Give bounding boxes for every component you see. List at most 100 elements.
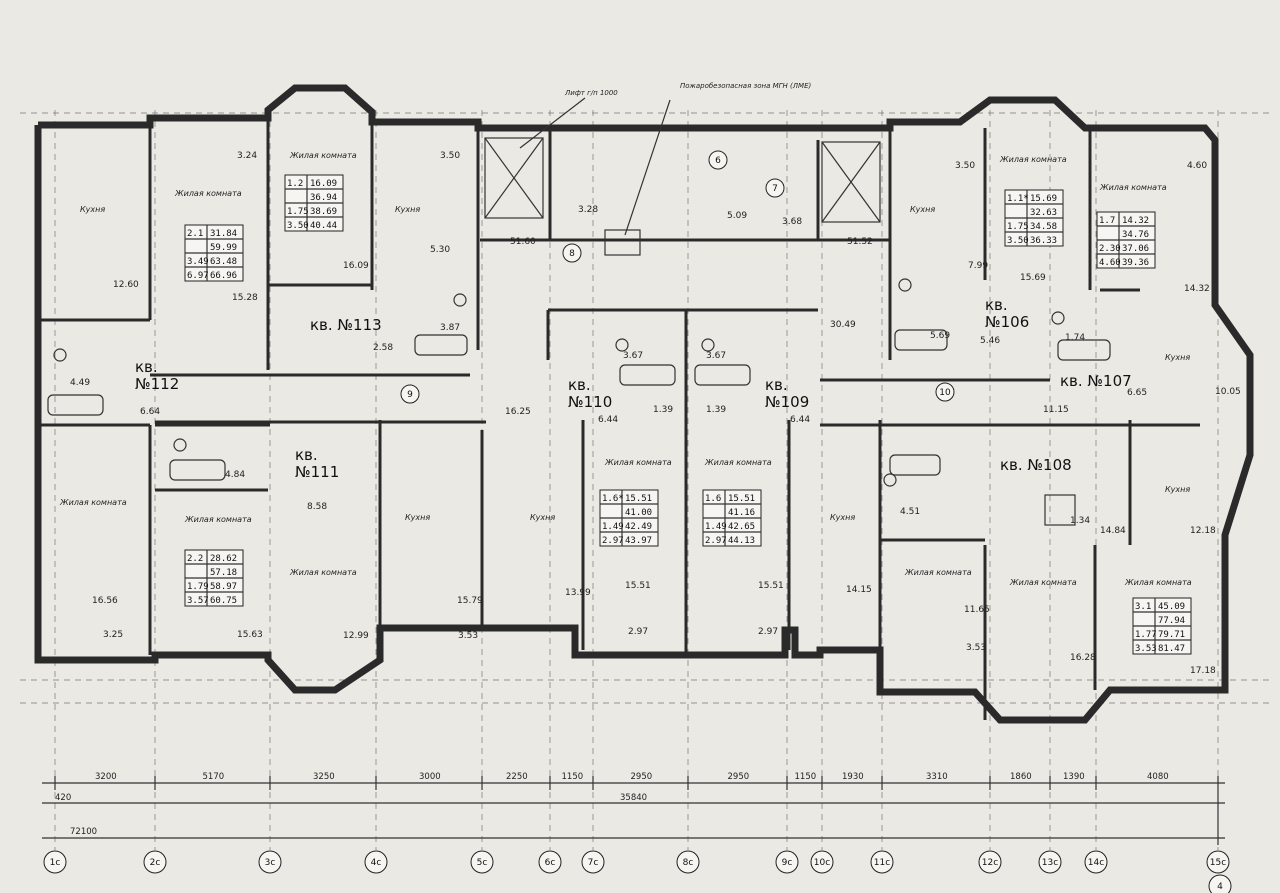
room-area-value: 2.97 (758, 627, 778, 637)
corridor-10-marker (935, 382, 955, 402)
area-table-cell: 2.97 (705, 536, 727, 546)
room-area-value: 6.64 (140, 407, 160, 417)
kitchen-label: Кухня (405, 513, 430, 522)
axis-label: 12с (982, 858, 998, 868)
room-area-value: 3.87 (440, 323, 460, 333)
area-table-cell: 60.75 (210, 596, 237, 606)
axis-bubble (143, 850, 167, 874)
area-table-cell: 31.84 (210, 229, 237, 239)
room-area-value: 1.34 (1070, 516, 1090, 526)
living-room-label: Жилая комната (999, 155, 1067, 164)
dimension-span: 2250 (506, 772, 528, 782)
axis-bubble (810, 850, 834, 874)
apartment-label-110: кв.№110 (568, 376, 612, 411)
axis-bubble (364, 850, 388, 874)
area-table-cell: 1.49 (705, 522, 727, 532)
dimension-span: 1150 (795, 772, 817, 782)
room-area-value: 2.58 (373, 343, 393, 353)
room-area-value: 51.60 (510, 237, 536, 247)
area-table-cell: 45.09 (1158, 602, 1185, 612)
axis-bubble (1084, 850, 1108, 874)
dimension-total: 72100 (70, 827, 97, 837)
living-room-label: Жилая комната (289, 568, 357, 577)
axis-label: 6с (545, 858, 556, 868)
room-area-value: 5.09 (727, 211, 747, 221)
room-area-value: 6.65 (1127, 388, 1147, 398)
area-table-cell: 41.16 (728, 508, 755, 518)
area-table-cell: 2.30 (1099, 244, 1121, 254)
room-area-value: 15.28 (232, 293, 258, 303)
axis-bubble (870, 850, 894, 874)
area-table-cell: 15.51 (625, 494, 652, 504)
room-area-value: 5.30 (430, 245, 450, 255)
area-table-cell: 79.71 (1158, 630, 1185, 640)
dimension-span: 1150 (562, 772, 584, 782)
area-table-cell: 38.69 (310, 207, 337, 217)
dimension-span: 3250 (313, 772, 335, 782)
corridor-9-label: 9 (407, 390, 413, 400)
area-table-cell: 15.69 (1030, 194, 1057, 204)
room-area-value: 12.99 (343, 631, 369, 641)
corridor-8-marker (562, 243, 582, 263)
corridor-8-label: 8 (569, 249, 575, 259)
room-area-value: 4.51 (900, 507, 920, 517)
lift-note: Лифт г/п 1000 (564, 89, 618, 97)
living-room-label: Жилая комната (184, 515, 252, 524)
room-area-values: 3.2412.6015.284.496.6416.092.583.873.505… (70, 151, 1241, 676)
room-area-value: 5.46 (980, 336, 1000, 346)
dimension-span: 1860 (1010, 772, 1032, 782)
area-table-cell: 43.97 (625, 536, 652, 546)
dimension-span: 1390 (1063, 772, 1085, 782)
room-6-label: 6 (715, 156, 721, 166)
kitchen-label: Кухня (1165, 485, 1190, 494)
area-table-cell: 1.2 (287, 179, 303, 189)
room-7-label: 7 (772, 184, 778, 194)
room-area-value: 3.25 (103, 630, 123, 640)
interior-walls (38, 118, 1200, 720)
area-table-cell: 57.18 (210, 568, 237, 578)
room-area-value: 10.05 (1215, 387, 1241, 397)
room-area-value: 14.84 (1100, 526, 1126, 536)
fire-zone-note: Пожаробезопасная зона МГН (ЛМЕ) (680, 82, 811, 90)
area-table-cell: 32.63 (1030, 208, 1057, 218)
axis-bubble (581, 850, 605, 874)
area-table-cell: 3.49 (187, 257, 209, 267)
dimension-span: 2950 (631, 772, 653, 782)
living-room-label: Жилая комната (289, 151, 357, 160)
area-table-cell: 42.49 (625, 522, 652, 532)
drawing-notes: Лифт г/п 1000 Пожаробезопасная зона МГН … (519, 82, 811, 236)
area-table-cell: 66.96 (210, 271, 237, 281)
living-room-label: Жилая комната (1099, 183, 1167, 192)
room-area-value: 30.49 (830, 320, 856, 330)
axis-label: 9с (782, 858, 793, 868)
area-table-cell: 14.32 (1122, 216, 1149, 226)
area-table-cell: 3.50 (1007, 236, 1029, 246)
axis-label: 4с (371, 858, 382, 868)
axis-bubble (978, 850, 1002, 874)
elevator-shafts (484, 137, 881, 256)
room-area-value: 11.15 (1043, 405, 1069, 415)
room-area-value: 3.53 (458, 631, 478, 641)
dimension-offset: 420 (55, 793, 71, 803)
room-area-value: 8.58 (307, 502, 327, 512)
living-room-label: Жилая комната (604, 458, 672, 467)
apartment-label-109: кв.№109 (765, 376, 809, 411)
room-area-value: 12.18 (1190, 526, 1216, 536)
area-table-cell: 6.97 (187, 271, 209, 281)
area-table-cell: 1.6* (602, 494, 624, 504)
room-area-value: 4.49 (70, 378, 90, 388)
area-table-cell: 36.33 (1030, 236, 1057, 246)
dimension-span: 3200 (95, 772, 117, 782)
axis-label: 14с (1088, 858, 1104, 868)
axis-label: 8с (683, 858, 694, 868)
kitchen-label: Кухня (395, 205, 420, 214)
dimension-total-inner: 35840 (620, 793, 647, 803)
room-area-value: 1.39 (653, 405, 673, 415)
area-table-cell: 2.97 (602, 536, 624, 546)
